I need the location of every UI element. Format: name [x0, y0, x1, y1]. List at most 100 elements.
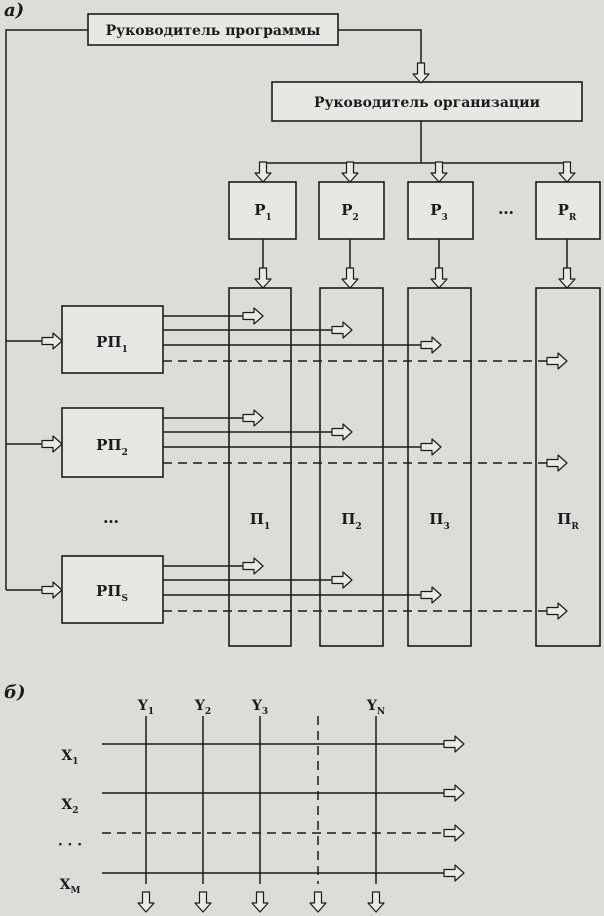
- department-2-label: Р2: [341, 201, 359, 223]
- project-manager-1-label-text: РП: [96, 333, 121, 351]
- project-manager-2-task-arrow-3: [420, 438, 442, 456]
- department-1-label-text: Р: [254, 201, 265, 219]
- department-1-box: [228, 181, 297, 240]
- department-2-label-subscript: 2: [353, 213, 359, 223]
- column-1-arrow: [137, 891, 155, 913]
- division-3-label-subscript: 3: [443, 522, 449, 532]
- department-3-label-subscript: 3: [442, 213, 448, 223]
- row-dots-arrow: [443, 824, 465, 842]
- column-n-label-text: Y: [366, 698, 378, 714]
- division-1-column: [228, 287, 292, 647]
- column-3-label-text: Y: [251, 698, 263, 714]
- project-manager-s-task-arrow-1: [242, 557, 264, 575]
- connector-lines: [5, 29, 568, 884]
- row-2-label-text: X: [61, 797, 72, 813]
- column-n-label-subscript: N: [377, 707, 385, 717]
- department-1-arrow: [254, 161, 272, 183]
- division-3-label-text: П: [429, 510, 443, 528]
- program-left-bus: [5, 29, 88, 590]
- department-3-label-text: Р: [430, 201, 441, 219]
- project-manager-2-task-arrow-1: [242, 409, 264, 427]
- row-m-arrow: [443, 864, 465, 882]
- org-head-box: [271, 81, 583, 122]
- column-3-arrow: [251, 891, 269, 913]
- project-manager-s-task-arrow-3: [420, 586, 442, 604]
- division-2-label-text: П: [341, 510, 355, 528]
- row-2-arrow: [443, 784, 465, 802]
- project-manager-ellipsis: …: [103, 508, 119, 527]
- project-manager-s-label: РПS: [96, 582, 128, 604]
- project-manager-2-input-arrow: [41, 435, 63, 453]
- department-ellipsis-text: …: [498, 199, 514, 218]
- department-1-label-subscript: 1: [266, 213, 272, 223]
- division-3-column: [407, 287, 472, 647]
- department-3-box: [407, 181, 474, 240]
- division-1-arrow: [254, 267, 272, 289]
- column-2-label-subscript: 2: [205, 707, 211, 717]
- column-1-label: Y1: [137, 698, 154, 717]
- project-manager-2-label-subscript: 2: [122, 448, 128, 458]
- project-manager-2-task-arrow-2: [331, 423, 353, 441]
- row-m-label-text: X: [60, 877, 71, 893]
- row-dots-label: · · ·: [58, 837, 82, 853]
- org-head-label: Руководитель организации: [314, 95, 540, 111]
- project-manager-s-label-subscript: S: [121, 594, 128, 604]
- project-manager-2-label-text: РП: [96, 436, 121, 454]
- column-2-arrow: [194, 891, 212, 913]
- program-head-box: [87, 13, 339, 46]
- row-dots-label-text: · · ·: [58, 837, 82, 853]
- column-3-label-subscript: 3: [262, 707, 268, 717]
- project-manager-2-box: [61, 407, 164, 478]
- division-r-label-subscript: R: [571, 522, 579, 532]
- column-n-arrow: [367, 891, 385, 913]
- division-2-label-subscript: 2: [355, 522, 361, 532]
- column-n-label: YN: [366, 698, 385, 717]
- project-manager-1-label: РП1: [96, 333, 128, 355]
- program-to-org-line: [338, 29, 422, 63]
- row-1-label-subscript: 1: [72, 757, 78, 767]
- division-1-label: П1: [250, 510, 270, 532]
- department-r-arrow: [558, 161, 576, 183]
- column-gap-arrow: [309, 891, 327, 913]
- row-2-label-subscript: 2: [72, 806, 78, 816]
- section-b-label: б): [4, 682, 26, 703]
- row-1-arrow: [443, 735, 465, 753]
- project-manager-1-task-arrow-1: [242, 307, 264, 325]
- project-manager-s-task-arrow-2: [331, 571, 353, 589]
- division-1-label-text: П: [250, 510, 264, 528]
- project-manager-ellipsis-text: …: [103, 508, 119, 527]
- department-2-arrow: [341, 161, 359, 183]
- project-manager-s-label-text: РП: [96, 582, 121, 600]
- department-ellipsis: …: [498, 199, 514, 218]
- section-a-label: а): [4, 0, 24, 21]
- project-manager-1-box: [61, 305, 164, 374]
- arrows-layer: [41, 62, 576, 913]
- division-2-label: П2: [341, 510, 361, 532]
- column-1-label-subscript: 1: [148, 707, 154, 717]
- row-m-label-subscript: M: [70, 886, 80, 896]
- department-3-arrow: [430, 161, 448, 183]
- department-3-label: Р3: [430, 201, 448, 223]
- division-2-column: [319, 287, 384, 647]
- program-head-label: Руководитель программы: [106, 23, 321, 39]
- column-2-label-text: Y: [194, 698, 206, 714]
- division-r-label: ПR: [557, 510, 579, 532]
- project-manager-s-input-arrow: [41, 581, 63, 599]
- division-3-label: П3: [429, 510, 449, 532]
- department-1-label: Р1: [254, 201, 272, 223]
- division-r-label-text: П: [557, 510, 571, 528]
- project-manager-2-label: РП2: [96, 436, 128, 458]
- row-2-label: X2: [61, 797, 78, 816]
- column-2-label: Y2: [194, 698, 211, 717]
- division-r-column: [535, 287, 601, 647]
- department-2-label-text: Р: [341, 201, 352, 219]
- project-manager-s-task-arrow-4: [546, 602, 568, 620]
- project-manager-1-label-subscript: 1: [122, 345, 128, 355]
- division-r-arrow: [558, 267, 576, 289]
- project-manager-1-input-arrow: [41, 332, 63, 350]
- row-1-label-text: X: [61, 748, 72, 764]
- department-r-label-text: Р: [558, 201, 569, 219]
- division-1-label-subscript: 1: [264, 522, 270, 532]
